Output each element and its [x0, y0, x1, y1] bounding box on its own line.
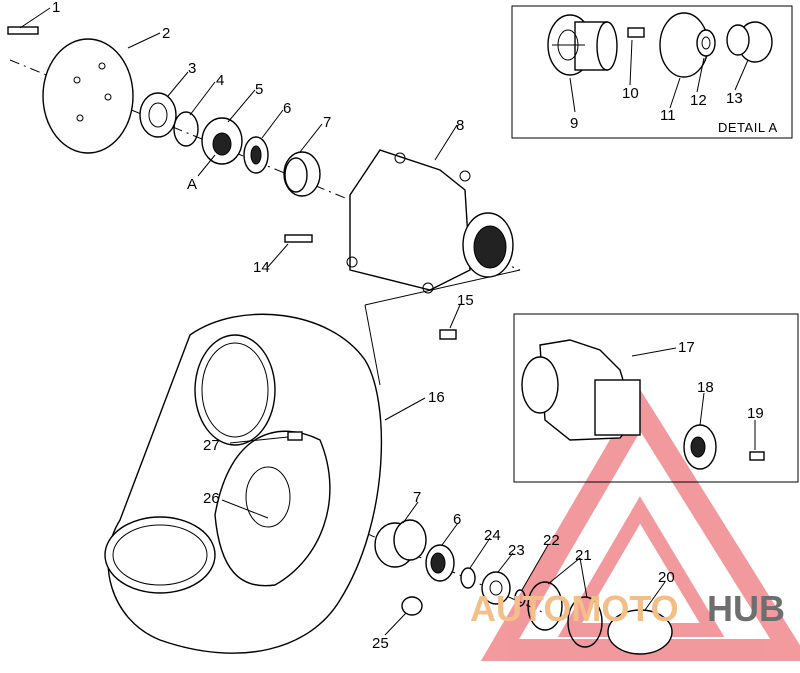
- brake-disc: [42, 38, 134, 154]
- callout-17: 17: [678, 339, 695, 356]
- callout-7: 7: [323, 114, 331, 131]
- hub-cap-20: [607, 609, 673, 655]
- watermark-part1: AUTOMOTO: [470, 588, 679, 629]
- detail-b-parts: [521, 339, 765, 470]
- valve-stem-27: [287, 431, 303, 441]
- bolt-1: [7, 26, 39, 35]
- washer-24: [460, 567, 476, 589]
- detail-a-box: [511, 5, 793, 139]
- callout-16: 16: [428, 389, 445, 406]
- callout-26: 26: [203, 490, 220, 507]
- watermark-text: AUTOMOTO HUB: [470, 588, 785, 629]
- callout-4: 4: [216, 72, 224, 89]
- callout-20: 20: [658, 569, 675, 586]
- wheel-hub-8: [346, 149, 514, 294]
- callout-8: 8: [456, 117, 464, 134]
- callout-11: 11: [660, 107, 676, 124]
- callout-1: 1: [52, 0, 60, 16]
- callout-21: 21: [575, 547, 592, 564]
- leader-lines: [19, 7, 756, 636]
- o-ring-21: [527, 581, 603, 648]
- callout-14: 14: [253, 259, 270, 276]
- bearing-race-7-lower: [374, 519, 427, 568]
- callout-13: 13: [726, 90, 743, 107]
- callout-9: 9: [570, 115, 578, 132]
- bearing-3: [139, 92, 177, 138]
- callout-2: 2: [162, 25, 170, 42]
- callout-6: 6: [283, 100, 291, 117]
- snap-ring-4: [173, 111, 199, 147]
- callout-18: 18: [697, 379, 714, 396]
- stud-15: [439, 329, 457, 340]
- callout-27: 27: [203, 437, 220, 454]
- detail-a-parts: [547, 12, 773, 78]
- tire-16: [104, 313, 383, 654]
- detail-a-label: DETAIL A: [718, 120, 778, 135]
- nut-23: [481, 571, 511, 605]
- callout-10: 10: [622, 85, 639, 102]
- callout-24: 24: [484, 527, 501, 544]
- callout-25: 25: [372, 635, 389, 652]
- callout-12: 12: [690, 92, 707, 109]
- bearing-cone-6-lower: [425, 544, 455, 582]
- callout-7-lower: 7: [413, 489, 421, 506]
- watermark-part2: HUB: [707, 588, 785, 629]
- callout-3: 3: [188, 60, 196, 77]
- bolt-14: [284, 234, 313, 243]
- nut-25: [401, 596, 423, 616]
- bearing-race-7: [283, 151, 321, 197]
- detail-b-box: [513, 313, 799, 483]
- callout-15: 15: [457, 292, 474, 309]
- callout-22: 22: [543, 532, 560, 549]
- callout-6-lower: 6: [453, 511, 461, 528]
- cotter-pin-22: [514, 589, 526, 607]
- hub-gear-5: [201, 117, 243, 165]
- callout-labels: 1 2 3 4 5 6 7 8 A 9 10 11 12 13 DETAIL A…: [52, 0, 778, 652]
- callout-A: A: [187, 176, 197, 193]
- callout-19: 19: [747, 405, 764, 422]
- callout-23: 23: [508, 542, 525, 559]
- callout-5: 5: [255, 81, 263, 98]
- bearing-cone-6: [243, 136, 269, 174]
